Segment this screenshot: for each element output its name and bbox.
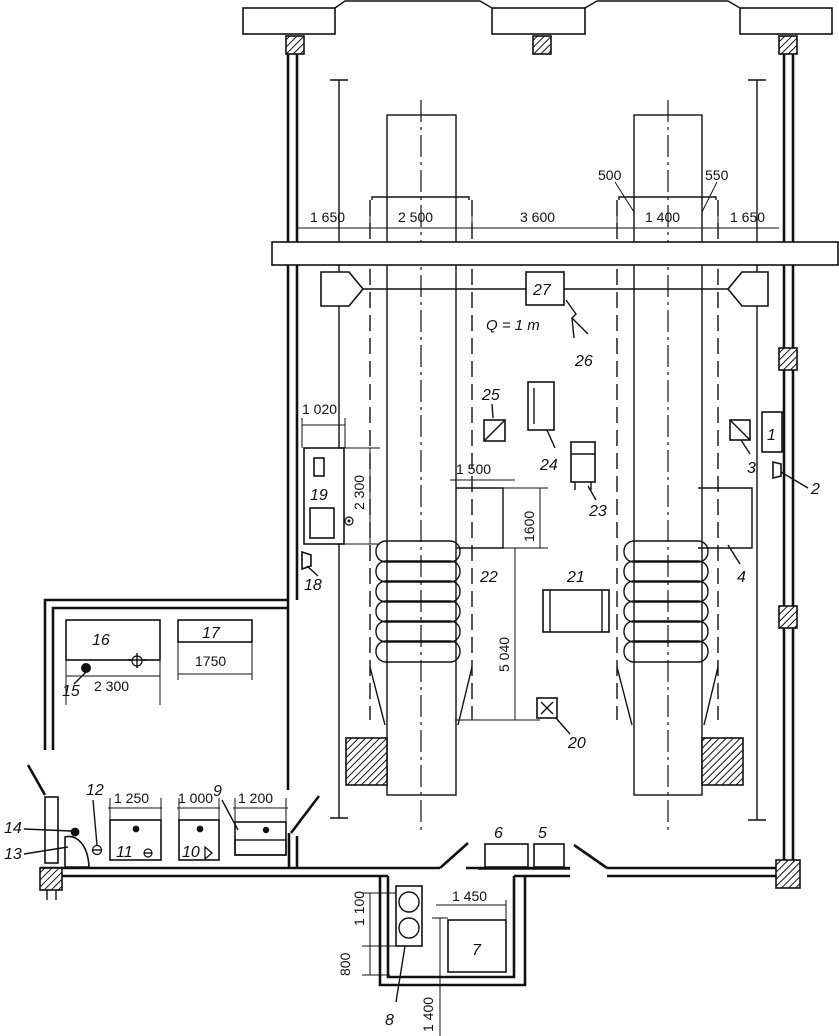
label-6: 6 (494, 825, 503, 842)
equipment-22 (456, 487, 504, 549)
equipment-6 (484, 843, 529, 868)
dim-1600: 1600 (521, 511, 537, 542)
hoist-box (525, 271, 565, 306)
crane-capacity-label: Q = 1 т (486, 317, 540, 334)
equipment-2 (772, 460, 782, 480)
label-5: 5 (538, 825, 547, 842)
equipment-7 (447, 919, 507, 973)
label-10: 10 (182, 844, 200, 861)
label-8: 8 (385, 1012, 394, 1029)
dim-550: 550 (705, 167, 729, 183)
equipment-17 (177, 619, 253, 643)
equipment-9 (234, 821, 287, 856)
dim-1650-left: 1 650 (310, 209, 345, 225)
label-23: 23 (588, 503, 607, 520)
dim-1500: 1 500 (456, 461, 491, 477)
equipment-24 (527, 381, 555, 431)
dim-800: 800 (337, 952, 353, 976)
left-coil-heater (375, 540, 461, 663)
label-17: 17 (202, 625, 221, 642)
equipment-19 (303, 447, 354, 545)
dim-500: 500 (598, 167, 622, 183)
equipment-13 (64, 835, 90, 868)
label-27: 27 (532, 282, 552, 299)
dim-1020: 1 020 (302, 401, 337, 417)
label-20: 20 (567, 735, 586, 752)
dim-1650-right: 1 650 (730, 209, 765, 225)
equipment-8 (395, 885, 423, 947)
dim-1450: 1 450 (452, 888, 487, 904)
equipment-10 (178, 819, 220, 861)
right-bay-steps (701, 737, 744, 786)
equipment-23 (570, 441, 596, 490)
equipment-3 (729, 419, 751, 441)
dim-2300-room: 2 300 (94, 678, 129, 694)
dim-1200: 1 200 (238, 790, 273, 806)
label-16: 16 (92, 632, 110, 649)
label-13: 13 (4, 846, 22, 863)
label-19: 19 (310, 487, 328, 504)
label-15: 15 (62, 683, 80, 700)
equipment-14 (70, 827, 80, 837)
label-1: 1 (767, 427, 776, 444)
equipment-4 (698, 487, 753, 549)
equipment-11 (109, 819, 162, 861)
label-7: 7 (472, 942, 482, 959)
label-12: 12 (86, 782, 104, 799)
dim-1000: 1 000 (178, 790, 213, 806)
label-14: 14 (4, 820, 22, 837)
left-bay-steps (345, 737, 388, 786)
dimension-lines (65, 181, 779, 1036)
label-26: 26 (574, 353, 593, 370)
equipment (64, 381, 783, 1003)
equipment-21 (542, 589, 610, 633)
equipment-5 (533, 843, 565, 868)
dim-1400-bottom: 1 400 (420, 997, 436, 1032)
label-21: 21 (566, 569, 585, 586)
equipment-20 (536, 697, 558, 719)
equipment-16 (65, 619, 161, 673)
dim-1100: 1 100 (351, 891, 367, 926)
dim-1400-top: 1 400 (645, 209, 680, 225)
main-walls (26, 54, 801, 987)
label-25: 25 (481, 387, 500, 404)
top-roof-beams (242, 0, 833, 55)
dim-5040: 5 040 (496, 637, 512, 672)
dim-2500: 2 500 (398, 209, 433, 225)
overhead-crane (271, 241, 839, 339)
equipment-1 (761, 411, 783, 453)
equipment-15 (81, 663, 91, 673)
label-9: 9 (213, 783, 222, 800)
label-18: 18 (304, 577, 322, 594)
hook-zigzag (565, 299, 589, 335)
dimension-text: 1 650 2 500 3 600 500 1 400 550 1 650 1 … (94, 167, 765, 1032)
label-24: 24 (539, 457, 558, 474)
dim-2300-vertical: 2 300 (351, 475, 367, 510)
label-2: 2 (810, 481, 820, 498)
label-4: 4 (737, 569, 746, 586)
label-22: 22 (479, 569, 498, 586)
dim-1750: 1750 (195, 653, 226, 669)
label-3: 3 (747, 460, 756, 477)
right-bay (616, 100, 744, 830)
item-number-labels: 1 2 3 4 5 6 7 8 9 10 11 12 13 14 15 16 1… (4, 282, 820, 1029)
equipment-18 (301, 550, 312, 571)
right-coil-heater (623, 540, 709, 663)
label-11: 11 (116, 844, 133, 861)
dim-1250: 1 250 (114, 790, 149, 806)
dim-3600: 3 600 (520, 209, 555, 225)
equipment-25 (483, 419, 506, 442)
